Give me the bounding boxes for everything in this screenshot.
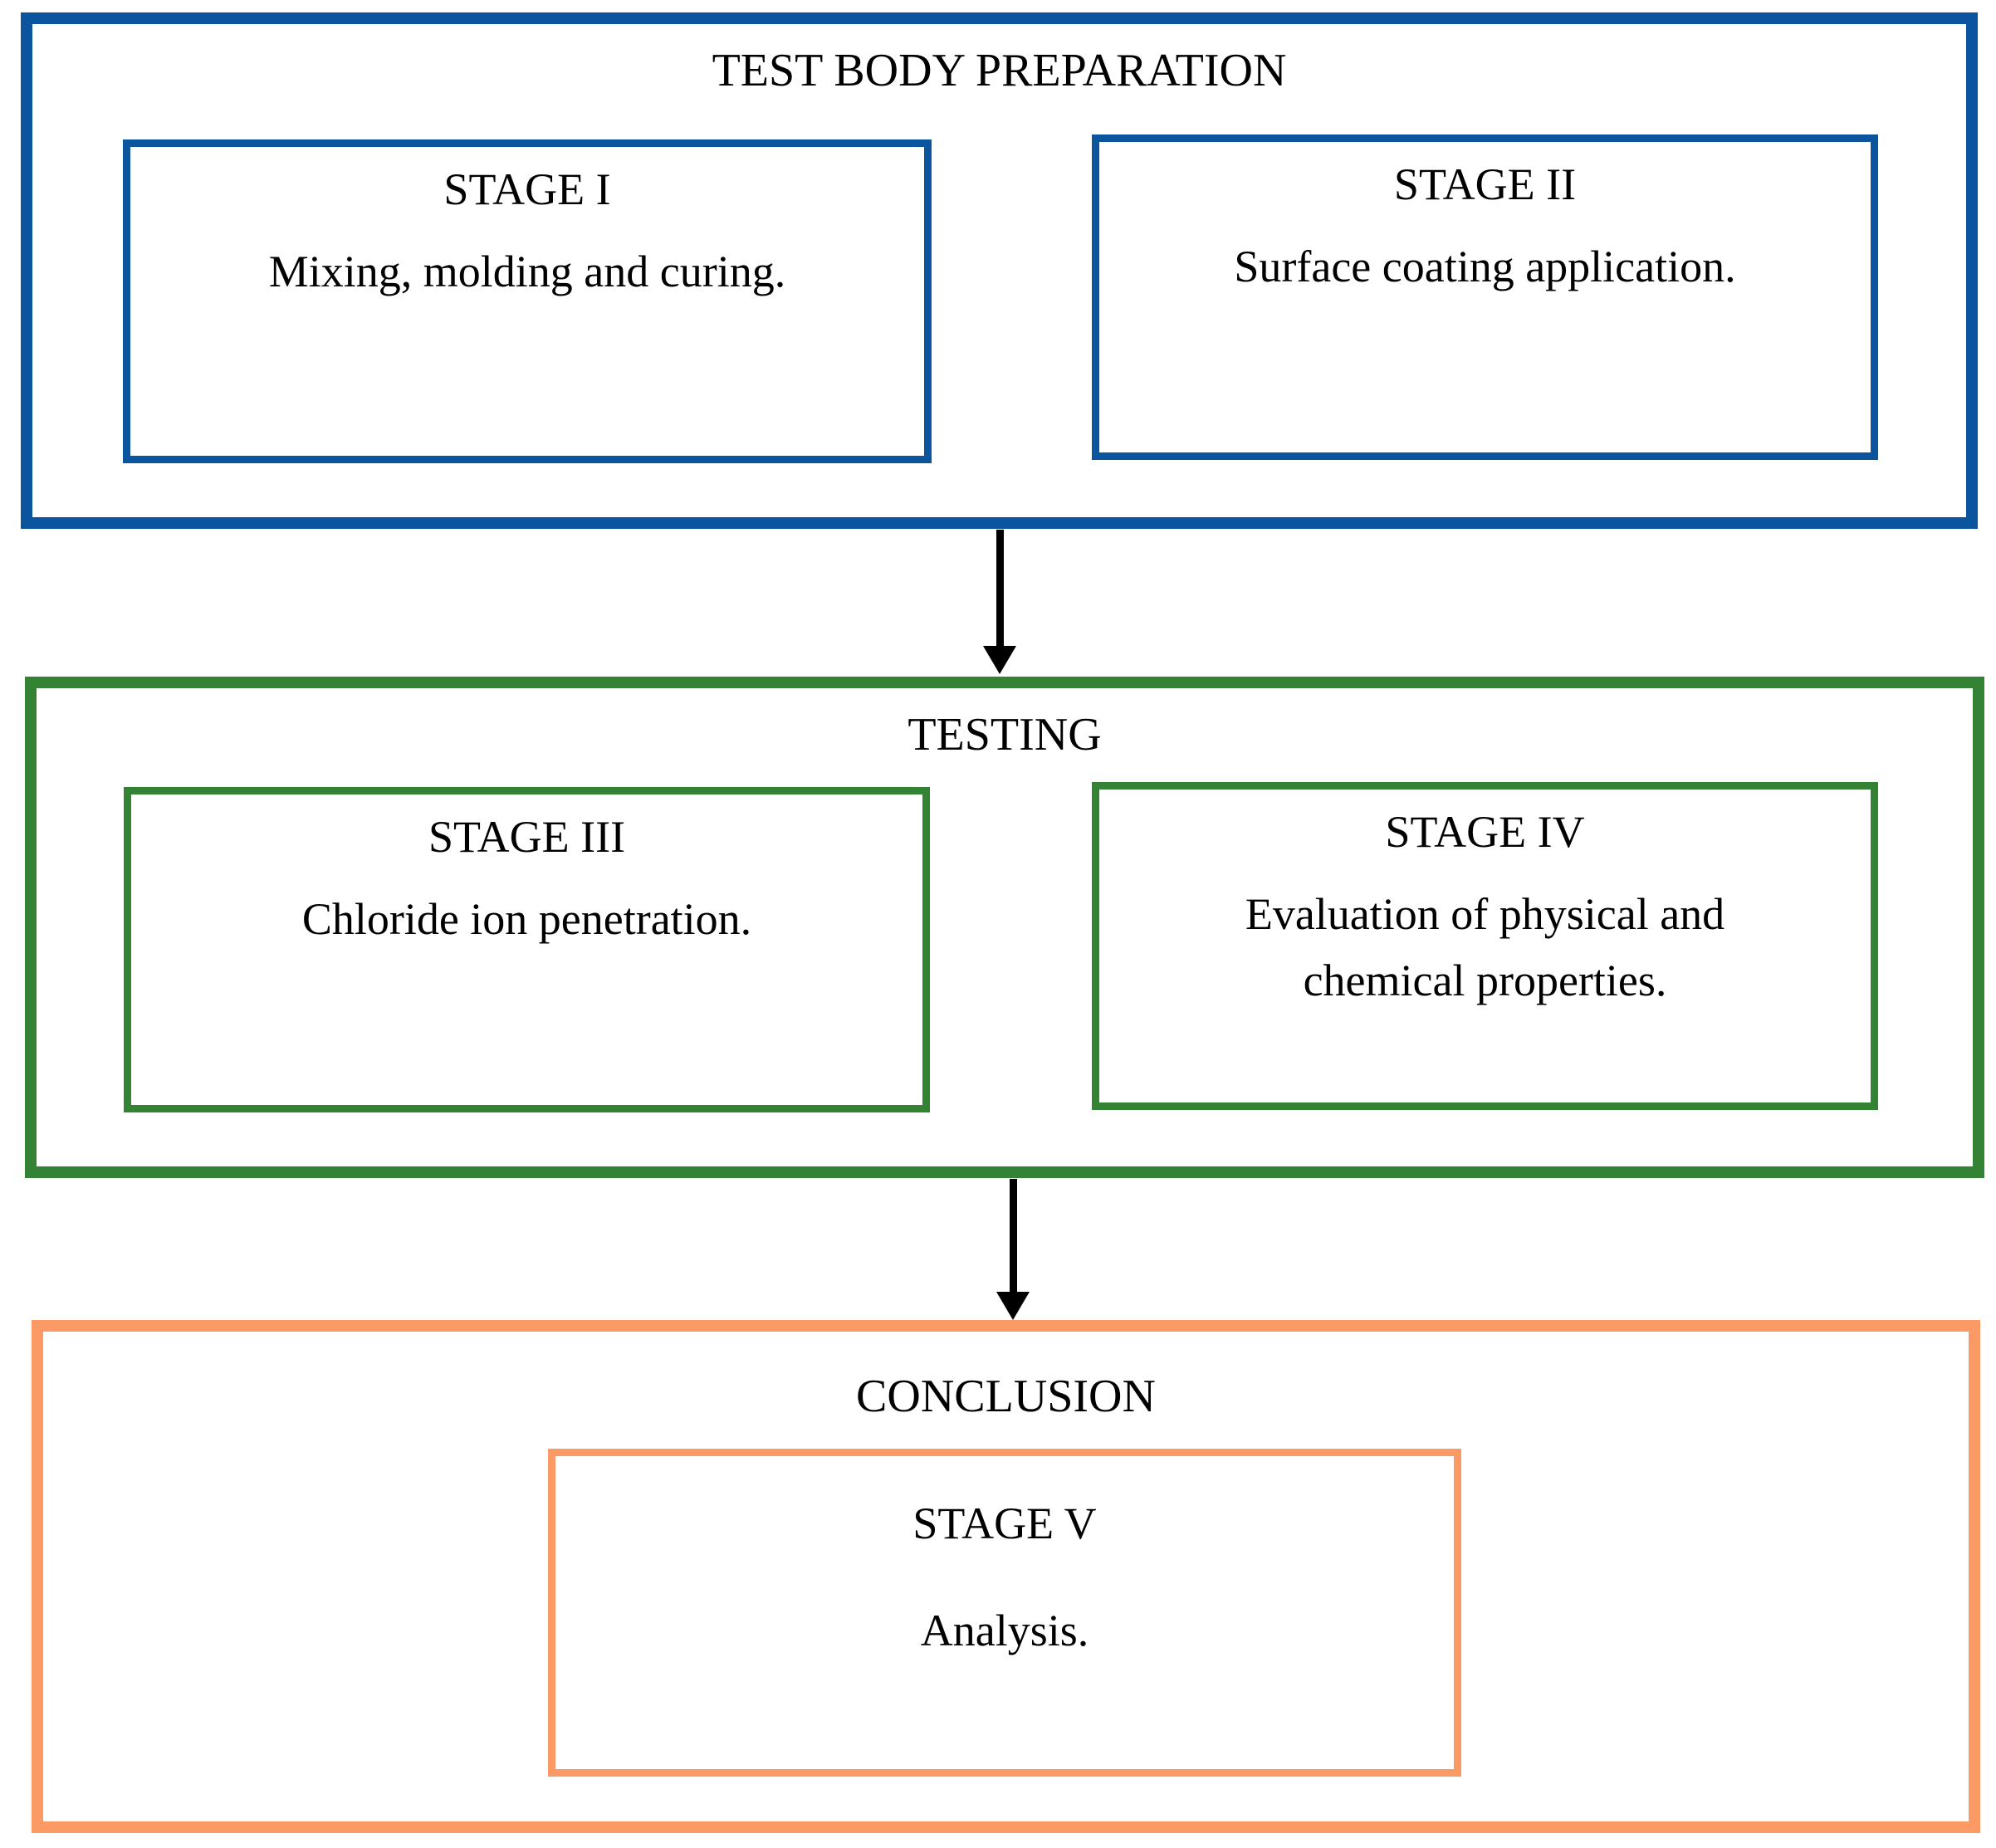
- stage-4-title: STAGE IV: [1385, 807, 1585, 857]
- section-title-testing: TESTING: [907, 709, 1102, 760]
- stage-2-title: STAGE II: [1393, 159, 1577, 209]
- stage-box-3: STAGE III Chloride ion penetration.: [124, 787, 930, 1112]
- section-testing: TESTING STAGE III Chloride ion penetrati…: [25, 677, 1984, 1178]
- stage-2-description: Surface coating application.: [1234, 242, 1736, 291]
- stage-box-4: STAGE IV Evaluation of physical and chem…: [1092, 782, 1878, 1110]
- arrow-head: [983, 646, 1016, 674]
- stage-3-description: Chloride ion penetration.: [301, 894, 752, 944]
- stage-box-5: STAGE V Analysis.: [548, 1449, 1461, 1777]
- stage-1-title: STAGE I: [443, 164, 611, 214]
- stage-5-title: STAGE V: [912, 1498, 1097, 1548]
- section-title-conclusion: CONCLUSION: [856, 1371, 1156, 1422]
- section-test-body-preparation: TEST BODY PREPARATION STAGE I Mixing, mo…: [21, 12, 1978, 529]
- stage-box-1: STAGE I Mixing, molding and curing.: [123, 139, 932, 463]
- stage-5-description: Analysis.: [920, 1606, 1089, 1655]
- section-title-test-body-preparation: TEST BODY PREPARATION: [712, 45, 1287, 96]
- arrow-head: [996, 1292, 1030, 1320]
- stage-4-description-line-1: Evaluation of physical and: [1245, 889, 1725, 939]
- stage-box-2: STAGE II Surface coating application.: [1092, 134, 1878, 460]
- stage-1-description: Mixing, molding and curing.: [268, 247, 786, 296]
- arrow-shaft: [996, 530, 1004, 646]
- stage-3-title: STAGE III: [428, 812, 626, 862]
- stage-4-description-line-2: chemical properties.: [1303, 956, 1667, 1005]
- arrow-down-icon: [995, 1179, 1031, 1320]
- arrow-down-icon: [981, 530, 1018, 674]
- arrow-shaft: [1009, 1179, 1017, 1292]
- section-conclusion: CONCLUSION STAGE V Analysis.: [32, 1320, 1980, 1833]
